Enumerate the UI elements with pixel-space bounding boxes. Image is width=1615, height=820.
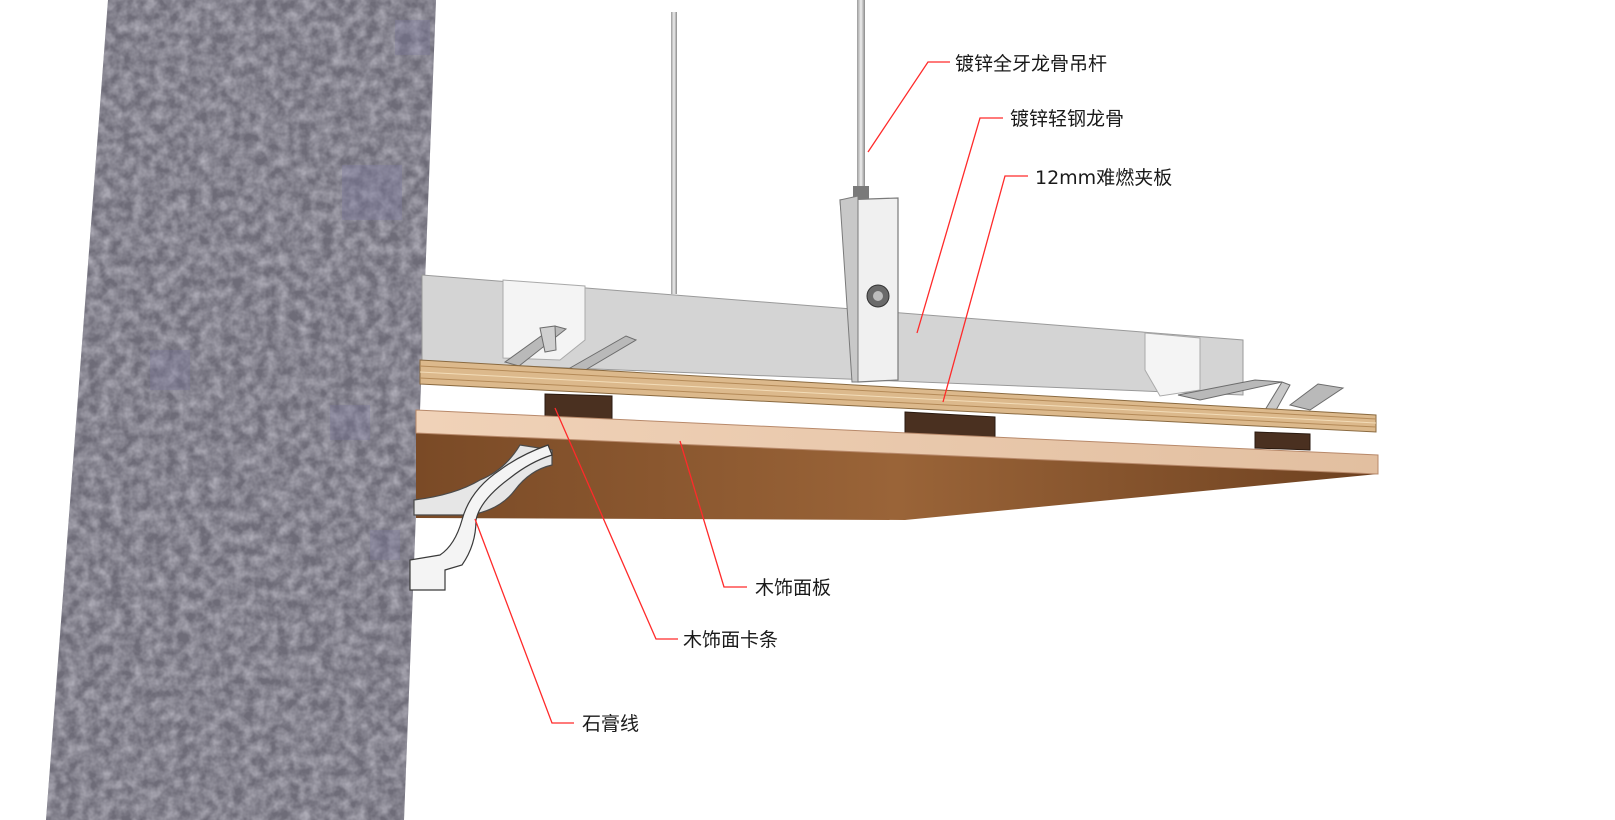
svg-text:镀锌全牙龙骨吊杆: 镀锌全牙龙骨吊杆: [955, 53, 1107, 75]
svg-text:石膏线: 石膏线: [582, 712, 639, 735]
label-hanger-rod: 镀锌全牙龙骨吊杆: [867, 53, 1107, 153]
hanger-rod: [671, 0, 865, 294]
label-gypsum-line: 石膏线: [474, 518, 639, 735]
label-steel-keel: 镀锌轻钢龙骨: [916, 108, 1124, 334]
gypsum-cornice: [409, 444, 553, 591]
concrete-wall: [46, 0, 436, 820]
svg-text:木饰面板: 木饰面板: [755, 577, 831, 599]
svg-text:木饰面卡条: 木饰面卡条: [683, 629, 778, 651]
label-fire-plywood: 12mm难燃夹板: [942, 167, 1172, 403]
label-wood-panel: 木饰面板: [679, 440, 831, 599]
label-wood-clip: 木饰面卡条: [554, 407, 778, 651]
fire-retardant-plywood: [419, 359, 1377, 433]
steel-keel: [421, 274, 1244, 397]
svg-text:12mm难燃夹板: 12mm难燃夹板: [1035, 167, 1172, 189]
svg-text:镀锌轻钢龙骨: 镀锌轻钢龙骨: [1010, 108, 1124, 130]
wood-veneer-clip: [544, 393, 1311, 451]
hanger-bracket: [839, 186, 899, 383]
wood-veneer-panel: [415, 409, 1379, 520]
cross-keel: [503, 325, 1345, 413]
